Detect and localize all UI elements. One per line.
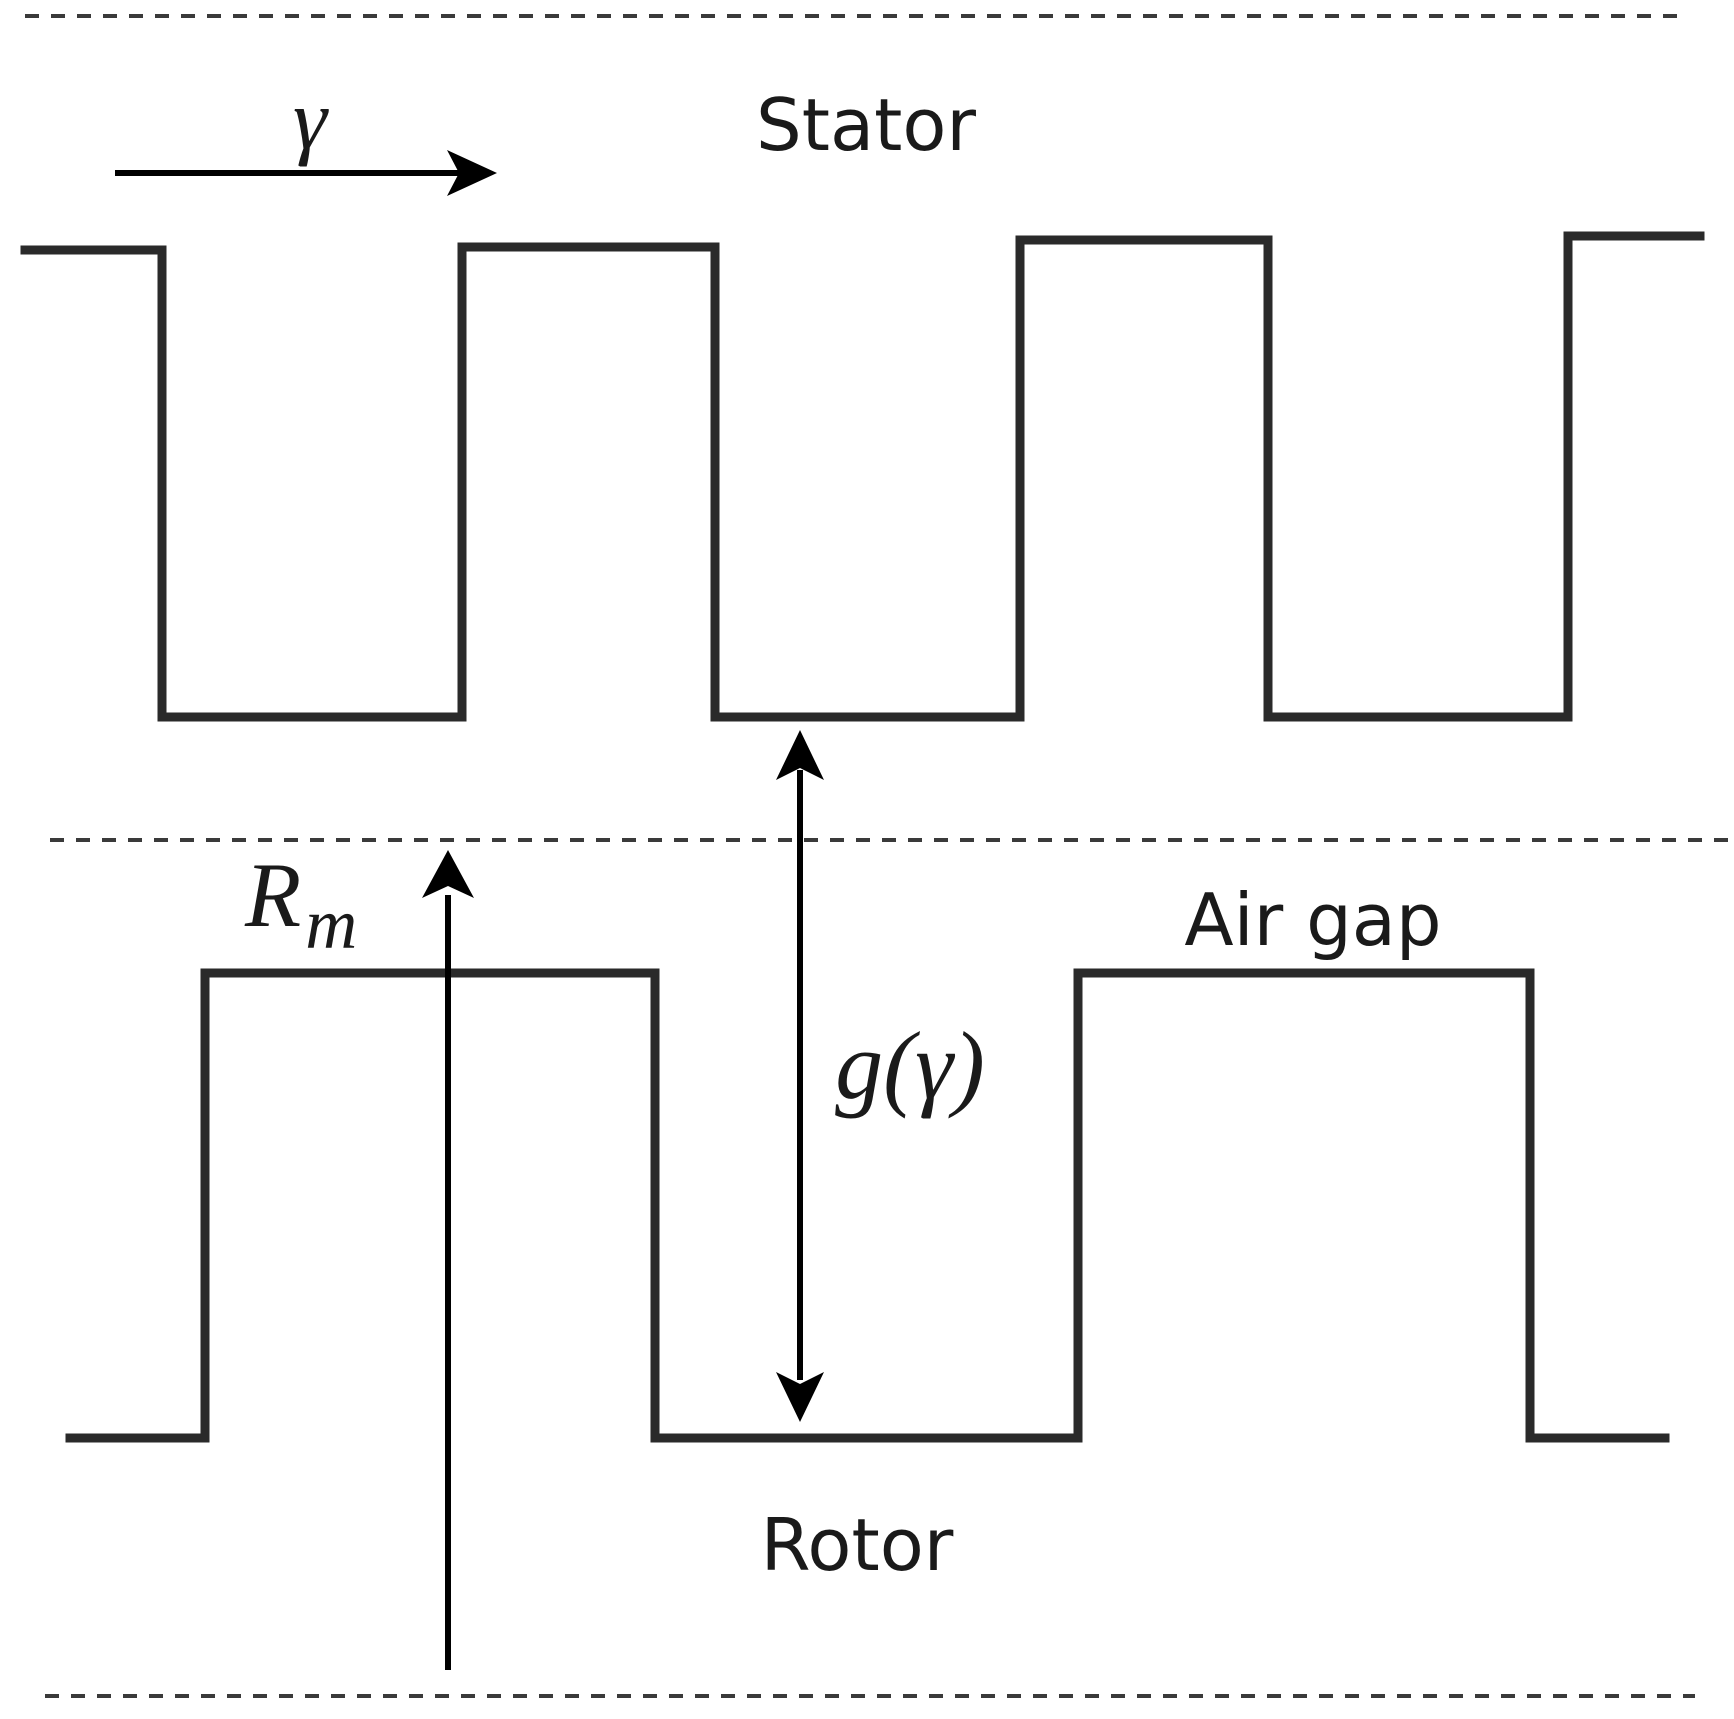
air-gap-label: Air gap (1184, 878, 1441, 962)
radius-arrow (422, 850, 474, 1670)
rotor-profile (65, 968, 1670, 1443)
r-subscript-text: m (305, 884, 357, 964)
g-gamma-label: g(γ) (835, 1012, 985, 1119)
r-main-text: R (244, 844, 301, 946)
gap-double-arrow (776, 730, 824, 1422)
rotor-label: Rotor (761, 1503, 954, 1587)
gamma-direction-arrow (115, 150, 497, 196)
r-m-label: Rm (244, 844, 357, 964)
gamma-label: γ (293, 71, 329, 167)
stator-label: Stator (756, 83, 976, 167)
stator-profile (20, 231, 1705, 722)
